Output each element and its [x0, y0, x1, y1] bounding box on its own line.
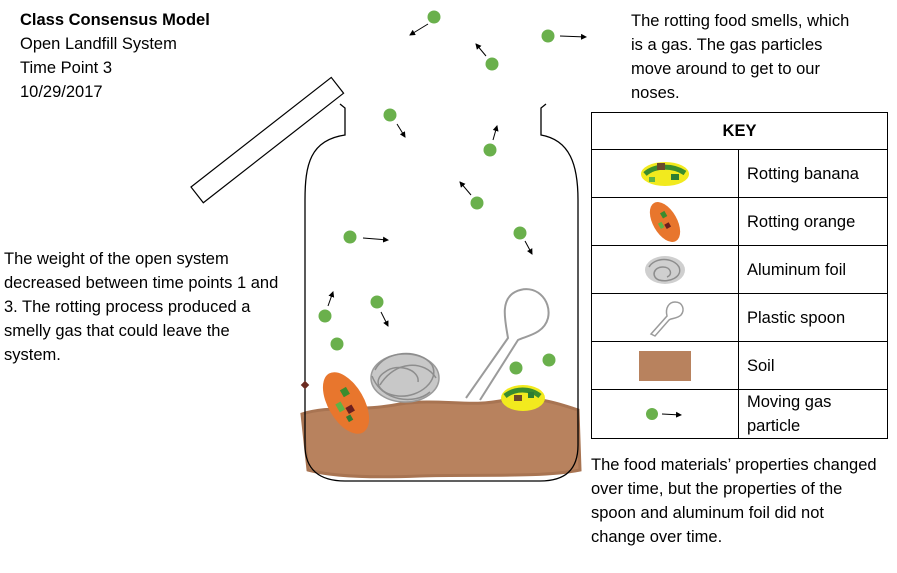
- properties-note: The food materials’ properties changed o…: [591, 456, 877, 546]
- system-name: Open Landfill System: [20, 35, 177, 53]
- jar-body: [304, 103, 579, 482]
- title-block: Class Consensus Model Open Landfill Syst…: [20, 8, 210, 104]
- key-label-banana: Rotting banana: [738, 149, 888, 198]
- soil-layer: [300, 397, 582, 479]
- key-row-spoon: Plastic spoon: [591, 293, 888, 342]
- gas-particle: [475, 43, 499, 71]
- plastic-spoon-icon: [649, 300, 684, 337]
- plastic-spoon: [465, 288, 550, 401]
- rotting-banana: [501, 385, 545, 411]
- key-label-spoon: Plastic spoon: [738, 293, 888, 342]
- weight-note: The weight of the open system decreased …: [4, 250, 279, 364]
- gas-particle: [483, 125, 499, 157]
- aluminum-foil: [370, 352, 440, 403]
- key-row-foil: Aluminum foil: [591, 245, 888, 294]
- gas-particle: [318, 291, 335, 323]
- model-title: Class Consensus Model: [20, 11, 210, 29]
- gas-particle: [330, 337, 344, 351]
- debris: [300, 380, 310, 390]
- gas-particle: [513, 226, 533, 255]
- key-row-banana: Rotting banana: [591, 149, 888, 198]
- date: 10/29/2017: [20, 83, 103, 101]
- moving-gas-particle-icon: [646, 408, 682, 420]
- aluminum-foil-icon: [645, 255, 685, 284]
- gas-particle: [542, 353, 556, 367]
- gas-particle: [541, 29, 587, 43]
- key-table: KEY Rotting banana Rottin: [591, 112, 888, 439]
- key-row-soil: Soil: [591, 341, 888, 390]
- key-heading: KEY: [591, 112, 888, 150]
- soil-icon: [639, 350, 691, 381]
- gas-particle: [383, 108, 406, 138]
- gas-particle: [370, 295, 389, 327]
- key-label-soil: Soil: [738, 341, 888, 390]
- key-label-foil: Aluminum foil: [738, 245, 888, 294]
- jar-lid: [190, 76, 345, 204]
- gas-particle: [409, 10, 441, 36]
- key-label-gas: Moving gas particle: [738, 389, 888, 439]
- smell-note: The rotting food smells, which is a gas.…: [631, 12, 850, 102]
- gas-particle: [343, 230, 389, 244]
- key-label-orange: Rotting orange: [738, 197, 888, 246]
- rotting-orange: [322, 372, 370, 434]
- key-row-orange: Rotting orange: [591, 197, 888, 246]
- key-row-gas: Moving gas particle: [591, 389, 888, 439]
- rotting-orange-icon: [649, 201, 681, 242]
- gas-particle: [459, 181, 484, 210]
- gas-particle: [509, 361, 523, 375]
- rotting-banana-icon: [641, 161, 689, 186]
- time-point: Time Point 3: [20, 59, 113, 77]
